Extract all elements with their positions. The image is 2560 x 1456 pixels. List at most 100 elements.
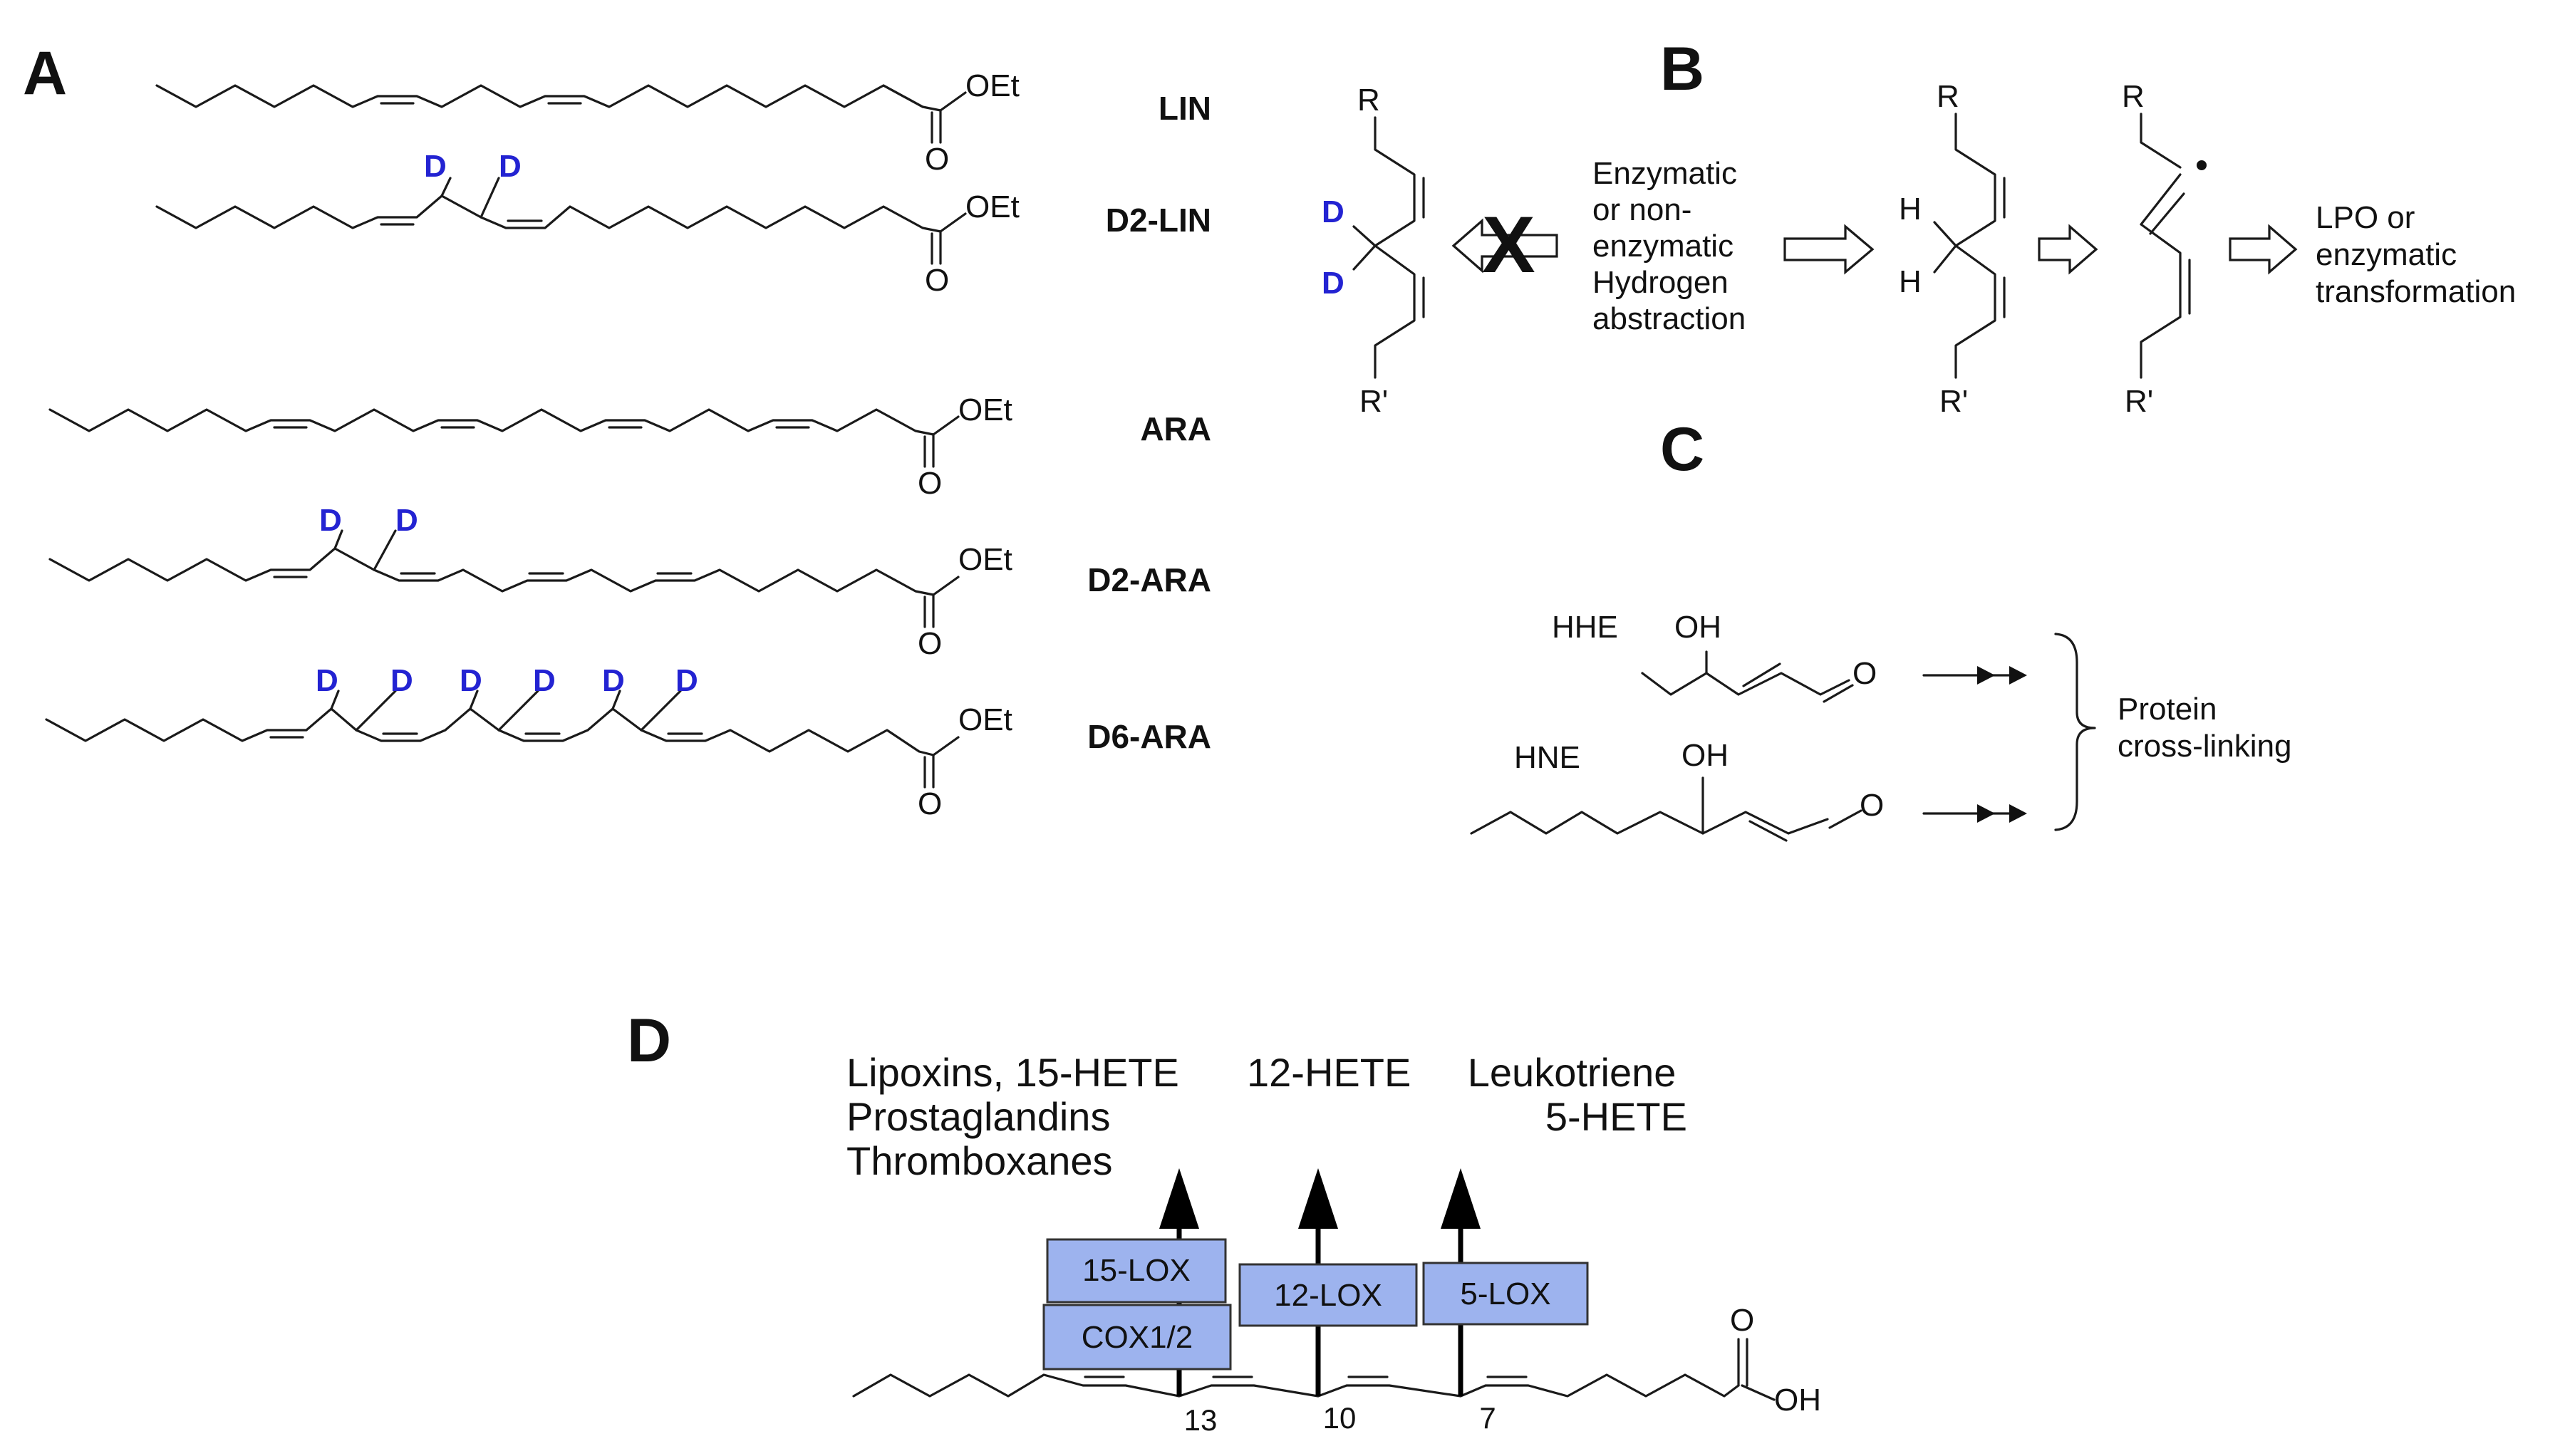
d6-ara-deuterium-1: D [316, 663, 338, 698]
abstraction-label-line-5: abstraction [1592, 301, 1746, 336]
hhe-double-arrow [1922, 666, 2027, 685]
hne-carbonyl: O [1860, 788, 1884, 823]
radical-dot [2197, 160, 2207, 170]
crosslink-outcome-line-2: cross-linking [2118, 729, 2292, 764]
enzyme-15-lox: 15-LOX [1046, 1238, 1227, 1304]
products-right: Leukotriene 5-HETE [1468, 1050, 1687, 1139]
blocked-mark: X [1482, 200, 1535, 289]
lin-carbonyl-label: O [925, 142, 949, 177]
ara-name: ARA [1140, 410, 1211, 447]
d2-ara-carbonyl-label: O [918, 626, 942, 661]
panel-label-a: A [23, 39, 67, 108]
acid-hydroxyl: OH [1774, 1383, 1821, 1418]
d6-ara-carbonyl-label: O [918, 786, 942, 821]
molecule-hne: HNE OH O [1470, 738, 2027, 842]
d6-ara-deuterium-5: D [602, 663, 625, 698]
d6-ara-ester-label: OEt [958, 702, 1012, 737]
enzyme-12-lox-label: 12-LOX [1274, 1278, 1382, 1313]
abstraction-label-line-1: Enzymatic [1592, 156, 1737, 191]
panel-label-c: C [1660, 415, 1704, 484]
b-frag2-r-label: R [1937, 79, 1959, 114]
panel-c: HHE OH O HNE OH O [1470, 610, 2292, 842]
enzyme-5-lox-label: 5-LOX [1460, 1276, 1550, 1311]
d6-ara-deuterium-2: D [390, 663, 413, 698]
b-frag1-r-prime-label: R' [1359, 384, 1388, 419]
d2-ara-deuterium-2: D [395, 503, 418, 538]
enzyme-cox: COX1/2 [1042, 1304, 1232, 1371]
d2-ara-deuterium-1: D [319, 503, 342, 538]
hne-double-arrow [1922, 804, 2027, 823]
b-frag3-r-prime-label: R' [2125, 384, 2153, 419]
molecule-d2-ara: D D OEt O D2-ARA [48, 503, 1211, 661]
lpo-outcome-line-2: enzymatic [2316, 237, 2457, 272]
crosslink-outcome: Protein cross-linking [2118, 692, 2292, 764]
d6-ara-deuterium-6: D [675, 663, 698, 698]
panel-a: OEt O LIN D D OEt O D2-LIN [45, 68, 1211, 821]
abstraction-arrow [1783, 224, 1875, 275]
d2-lin-name: D2-LIN [1106, 202, 1211, 239]
b-frag1-deuterium-2: D [1322, 266, 1344, 301]
panel-b: R D D R' X Enzymatic or non- enzymatic H… [1322, 79, 2516, 419]
molecule-hhe: HHE OH O [1552, 610, 2027, 703]
hne-name: HNE [1514, 740, 1580, 775]
lpo-outcome: LPO or enzymatic transformation [2316, 200, 2516, 309]
b-frag2-r-prime-label: R' [1939, 384, 1968, 419]
products-right-line-2: 5-HETE [1545, 1094, 1687, 1139]
lpo-arrow [2229, 224, 2298, 275]
lpo-outcome-line-1: LPO or [2316, 200, 2415, 235]
acid-carbonyl: O [1730, 1303, 1754, 1338]
d2-lin-deuterium-1: D [424, 149, 447, 184]
abstraction-label-line-4: Hydrogen [1592, 265, 1729, 300]
products-middle: 12-HETE [1247, 1050, 1411, 1095]
d6-ara-name: D6-ARA [1087, 718, 1211, 755]
b-frag3-r-label: R [2122, 79, 2145, 114]
d2-ara-ester-label: OEt [958, 542, 1012, 577]
panel-d: Lipoxins, 15-HETE Prostaglandins Thrombo… [846, 1050, 1821, 1437]
molecule-d6-ara: D D D D D D OEt O D6-ARA [45, 663, 1211, 821]
products-left-line-1: Lipoxins, 15-HETE [846, 1050, 1179, 1095]
ara-ester-label: OEt [958, 392, 1012, 427]
lpo-outcome-line-3: transformation [2316, 274, 2516, 309]
abstraction-label-line-3: enzymatic [1592, 229, 1734, 264]
ara-carbonyl-label: O [918, 466, 942, 501]
d2-lin-ester-label: OEt [965, 189, 1020, 224]
enzyme-15-lox-label: 15-LOX [1082, 1253, 1191, 1288]
d6-ara-deuterium-3: D [460, 663, 482, 698]
crosslink-outcome-line-1: Protein [2118, 692, 2217, 727]
blocked-arrow [1451, 218, 1558, 274]
position-10: 10 [1323, 1401, 1357, 1435]
hhe-hydroxyl: OH [1674, 610, 1721, 645]
b-frag1-r-label: R [1357, 83, 1380, 118]
radical-arrow [2038, 224, 2098, 275]
abstraction-label-line-2: or non- [1592, 192, 1691, 227]
abstraction-label: Enzymatic or non- enzymatic Hydrogen abs… [1592, 156, 1746, 336]
hhe-carbonyl: O [1852, 656, 1877, 691]
products-right-line-1: Leukotriene [1468, 1050, 1677, 1095]
d2-lin-carbonyl-label: O [925, 263, 949, 298]
molecule-d2-lin: D D OEt O D2-LIN [155, 149, 1211, 298]
enzyme-5-lox: 5-LOX [1422, 1262, 1589, 1326]
enzyme-12-lox: 12-LOX [1238, 1263, 1418, 1327]
hne-hydroxyl: OH [1681, 738, 1729, 773]
d6-ara-deuterium-4: D [533, 663, 556, 698]
products-left-line-2: Prostaglandins [846, 1094, 1110, 1139]
position-7: 7 [1479, 1401, 1496, 1435]
b-frag1-deuterium-1: D [1322, 194, 1344, 229]
lin-name: LIN [1159, 90, 1211, 127]
b-frag2-hydrogen-2: H [1899, 264, 1922, 299]
position-13: 13 [1184, 1403, 1218, 1437]
d2-lin-deuterium-2: D [499, 149, 522, 184]
lin-ester-label: OEt [965, 68, 1020, 103]
brace [2054, 633, 2096, 831]
products-left-line-3: Thromboxanes [846, 1138, 1113, 1183]
protiated-fragment: R H H R' [1899, 79, 2006, 419]
hhe-name: HHE [1552, 610, 1618, 645]
products-left: Lipoxins, 15-HETE Prostaglandins Thrombo… [846, 1050, 1190, 1183]
deuterated-fragment: R D D R' [1322, 83, 1425, 419]
d2-ara-name: D2-ARA [1087, 561, 1211, 598]
enzyme-cox-label: COX1/2 [1082, 1320, 1193, 1355]
panel-label-d: D [627, 1007, 671, 1075]
molecule-lin: OEt O LIN [155, 68, 1211, 177]
aa-chain [852, 1373, 1740, 1398]
molecule-ara: OEt O ARA [48, 392, 1211, 501]
